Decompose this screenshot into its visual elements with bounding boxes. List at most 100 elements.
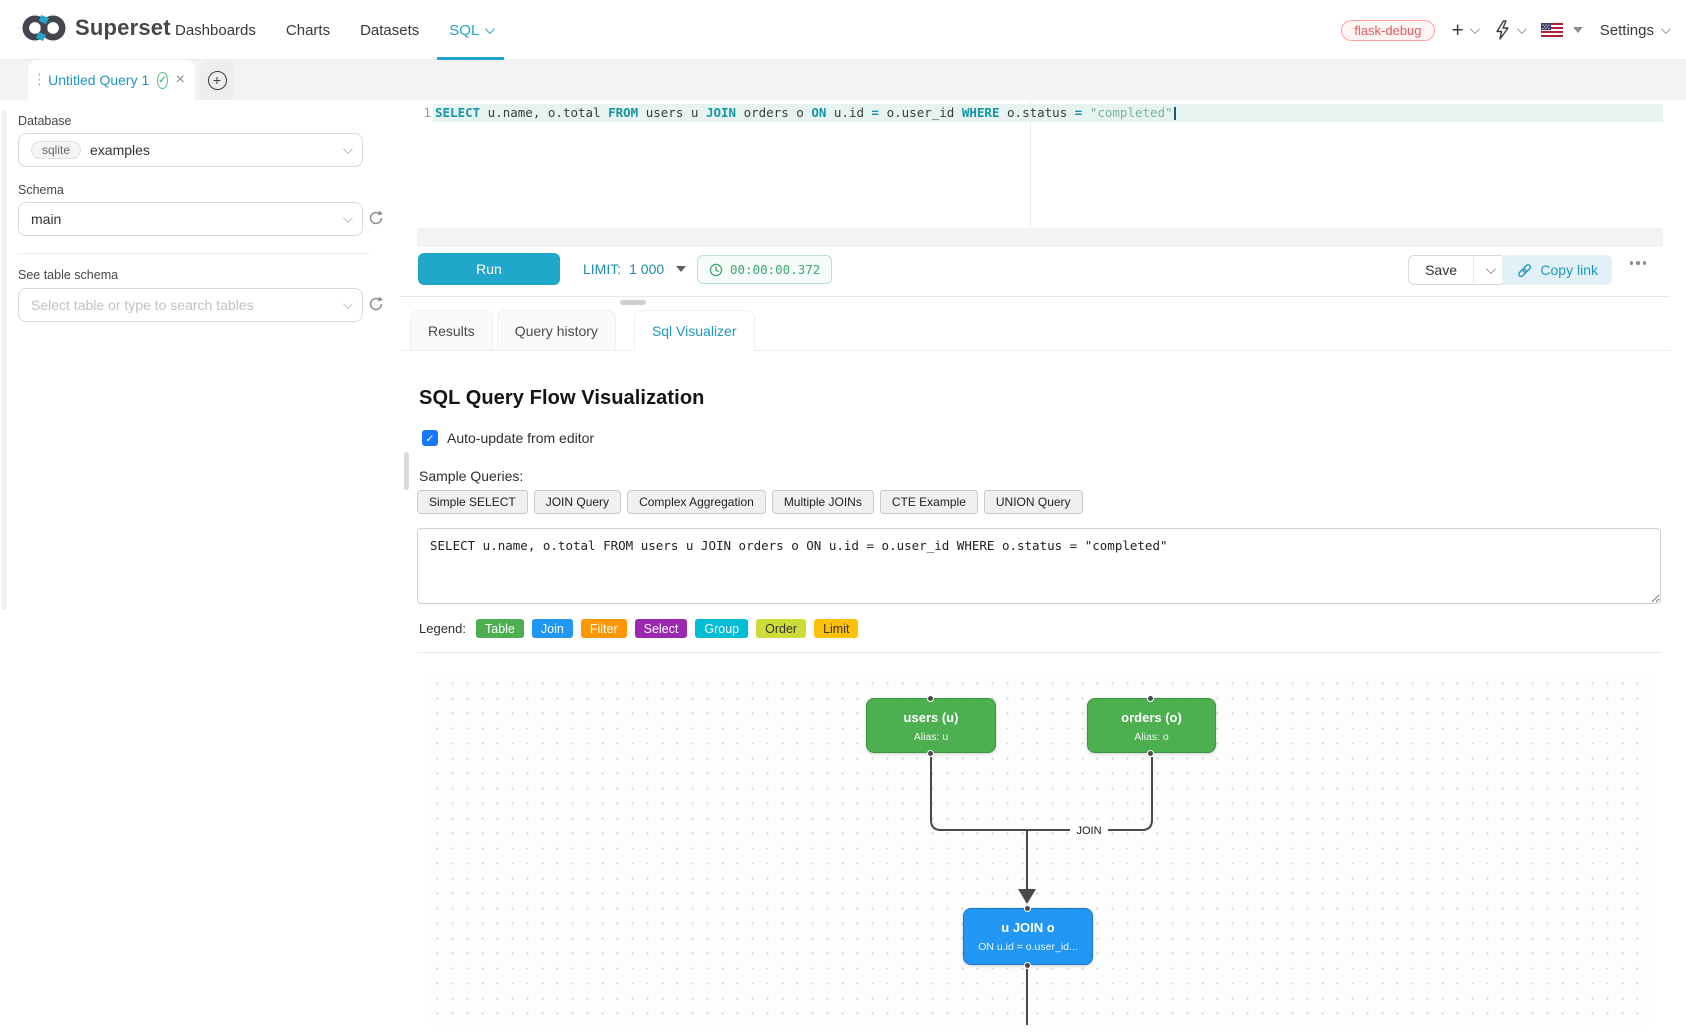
node-handle-bottom[interactable] — [1023, 961, 1031, 969]
legend-label: Legend: — [419, 621, 466, 636]
legend-chip-order: Order — [756, 619, 807, 638]
node-title: users (u) — [903, 710, 959, 725]
sql-editor[interactable]: 1 SELECT u.name, o.total FROM users u JO… — [417, 100, 1663, 228]
sql-token-plain: o.user_id — [879, 105, 962, 120]
new-query-tab-button[interactable]: + — [200, 60, 234, 100]
edge-label: JOIN — [1076, 825, 1101, 837]
sidebar-scrollbar[interactable] — [2, 110, 7, 610]
chevron-down-icon — [485, 23, 496, 34]
sql-token-kw: = — [1074, 105, 1083, 120]
drag-handle-icon[interactable] — [38, 72, 41, 88]
save-button[interactable]: Save — [1425, 262, 1457, 278]
sql-token-kw: JOIN — [705, 105, 737, 120]
table-search-select[interactable]: Select table or type to search tables — [18, 288, 363, 322]
flow-node-users-u-[interactable]: users (u) Alias: u — [866, 694, 996, 757]
limit-value: 1 000 — [629, 261, 665, 277]
limit-dropdown[interactable]: LIMIT: 1 000 — [583, 247, 687, 291]
main-nav: Dashboards Charts Datasets SQL — [163, 0, 505, 60]
sample-query-button-cte-example[interactable]: CTE Example — [879, 490, 978, 514]
sidebar-divider — [18, 253, 370, 254]
flow-node-orders-o-[interactable]: orders (o) Alias: o — [1087, 694, 1216, 757]
run-button[interactable]: Run — [418, 253, 560, 285]
node-title: u JOIN o — [1001, 920, 1055, 935]
nav-item-datasets[interactable]: Datasets — [348, 0, 431, 60]
tab-query-history[interactable]: Query history — [496, 310, 616, 351]
table-schema-label: See table schema — [18, 268, 119, 282]
schema-select-value: main — [31, 211, 62, 227]
nav-item-dashboards[interactable]: Dashboards — [163, 0, 268, 60]
query-tab-label: Untitled Query 1 — [48, 72, 150, 88]
database-label: Database — [18, 114, 72, 128]
sql-token-kw: ON — [811, 105, 827, 120]
settings-menu[interactable]: Settings — [1600, 22, 1671, 39]
sql-token-plain: orders o — [736, 105, 812, 120]
legend-chip-join: Join — [531, 619, 573, 638]
navbar-right: flask-debug + — [1341, 0, 1671, 60]
database-select[interactable]: sqlite examples — [18, 133, 363, 167]
sample-query-button-multiple-joins[interactable]: Multiple JOINs — [771, 490, 874, 514]
panel-divider — [417, 652, 1661, 653]
sample-query-button-simple-select[interactable]: Simple SELECT — [417, 490, 528, 514]
node-handle-top[interactable] — [1023, 904, 1031, 912]
save-options-button[interactable] — [1473, 256, 1505, 284]
sample-query-button-union-query[interactable]: UNION Query — [983, 490, 1083, 514]
node-subtitle: Alias: u — [913, 731, 949, 743]
more-options-button[interactable] — [1629, 261, 1646, 265]
node-handle-bottom[interactable] — [1147, 749, 1154, 757]
refresh-tables-button[interactable] — [367, 295, 387, 315]
clock-icon — [709, 263, 723, 276]
superset-logo[interactable]: Superset — [22, 14, 171, 42]
sql-token-plain — [1082, 105, 1090, 120]
query-tab-untitled-query-1[interactable]: Untitled Query 1 ✓ × — [28, 60, 195, 100]
query-search-menu[interactable] — [1494, 20, 1527, 40]
auto-update-row: ✓ Auto-update from editor — [422, 430, 594, 446]
chevron-down-icon — [342, 212, 353, 223]
us-flag-icon — [1540, 23, 1563, 37]
flow-query-textarea[interactable]: SELECT u.name, o.total FROM users u JOIN… — [417, 528, 1661, 604]
schema-select[interactable]: main — [18, 202, 363, 236]
nav-item-charts[interactable]: Charts — [274, 0, 342, 60]
sqllab-sidebar: Database sqlite examples Schema main See… — [0, 100, 410, 1034]
sidebar-splitter-handle[interactable] — [404, 452, 409, 490]
auto-update-checkbox[interactable]: ✓ — [422, 430, 438, 446]
copy-link-button[interactable]: Copy link — [1502, 255, 1612, 285]
link-icon — [1518, 263, 1532, 277]
chevron-down-icon — [342, 143, 353, 154]
node-subtitle: ON u.id = o.user_id... — [978, 941, 1078, 953]
limit-label: LIMIT: — [583, 261, 622, 277]
sql-code-line[interactable]: SELECT u.name, o.total FROM users u JOIN… — [435, 104, 1176, 122]
node-handle-top[interactable] — [1147, 694, 1154, 702]
database-select-value: examples — [90, 142, 150, 158]
tab-results[interactable]: Results — [410, 310, 493, 351]
nav-item-sql[interactable]: SQL — [437, 0, 505, 60]
pane-resize-grip[interactable] — [620, 300, 646, 305]
refresh-icon — [369, 296, 383, 311]
text-cursor — [1173, 107, 1176, 120]
superset-infinity-icon — [22, 15, 66, 41]
node-handle-bottom[interactable] — [926, 749, 934, 757]
sql-token-str: "completed" — [1089, 105, 1173, 120]
close-icon[interactable]: × — [175, 71, 185, 88]
flow-canvas[interactable]: JOIN users (u) Alias: u orders (o) Alias… — [430, 676, 1650, 1025]
refresh-schemas-button[interactable] — [367, 209, 387, 229]
lightning-icon — [1496, 20, 1509, 40]
nav-item-label: Dashboards — [175, 21, 256, 39]
sql-token-plain: users u — [638, 105, 706, 120]
sql-token-kw: = — [871, 105, 880, 120]
sql-token-plain: u.id — [826, 105, 872, 120]
language-picker[interactable] — [1540, 23, 1583, 37]
nav-item-label: Datasets — [360, 21, 420, 39]
tab-sql-visualizer[interactable]: Sql Visualizer — [633, 310, 755, 351]
legend-chip-limit: Limit — [814, 619, 859, 638]
sample-query-button-complex-aggregation[interactable]: Complex Aggregation — [627, 490, 766, 514]
refresh-icon — [369, 210, 383, 225]
sample-query-button-join-query[interactable]: JOIN Query — [533, 490, 622, 514]
node-handle-top[interactable] — [926, 694, 934, 702]
flow-node-u-join-o[interactable]: u JOIN o ON u.id = o.user_id... — [963, 904, 1093, 969]
new-item-menu[interactable]: + — [1452, 20, 1480, 41]
edge-label-bg — [1070, 822, 1108, 838]
flow-edges: JOIN — [930, 757, 1153, 1025]
sql-token-plain: u.name, o.total — [480, 105, 609, 120]
caret-down-icon — [1572, 27, 1583, 33]
